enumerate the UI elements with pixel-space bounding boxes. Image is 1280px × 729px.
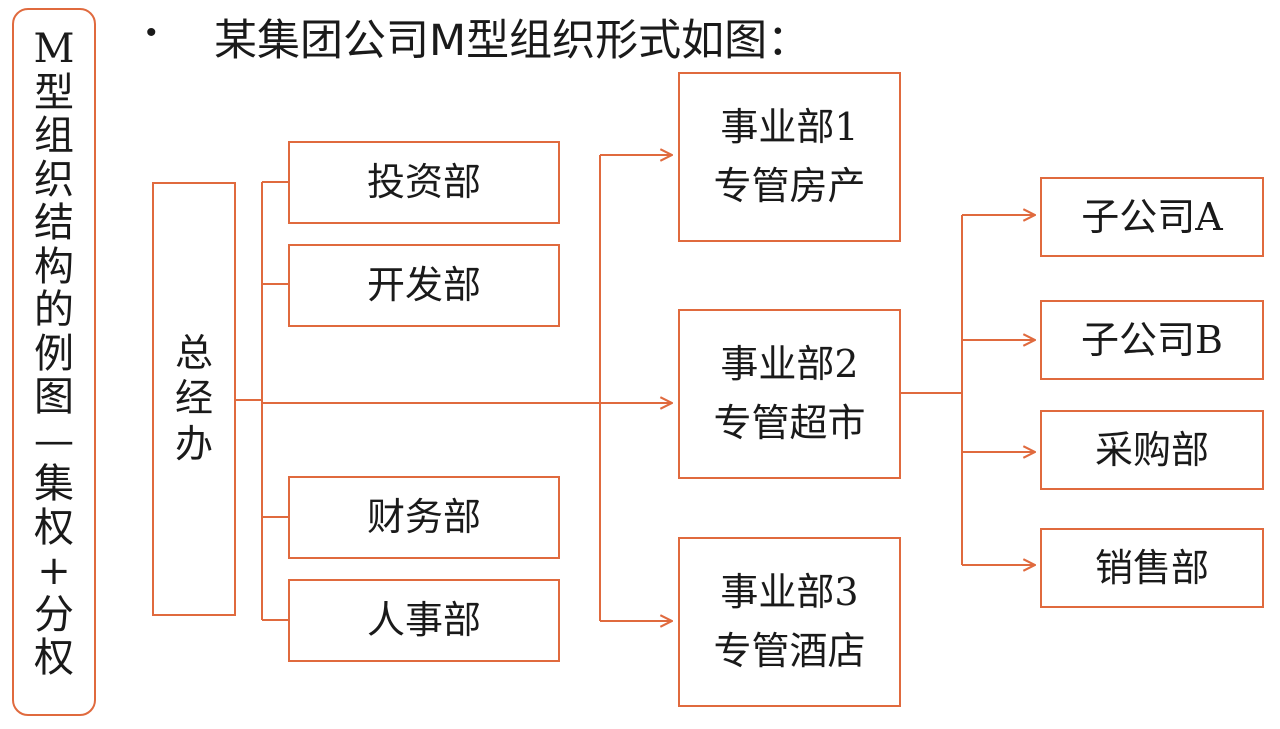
bullet-point: • [146,16,157,49]
division-3-box: 事业部3 专管酒店 [678,537,901,707]
slide-title: 某集团公司M型组织形式如图： [214,16,811,66]
development-dept-box: 开发部 [288,244,560,327]
sidebar-title: M 型 组 织 结 构 的 例 图 — 集 权 + 分 权 [33,26,75,681]
sales-dept-box: 销售部 [1040,528,1264,608]
subsidiary-a-box: 子公司A [1040,177,1264,257]
finance-dept-box: 财务部 [288,476,560,559]
investment-dept-box: 投资部 [288,141,560,224]
division-2-box: 事业部2 专管超市 [678,309,901,479]
subsidiary-b-box: 子公司B [1040,300,1264,380]
general-office-box: 总 经 办 [152,182,236,616]
sidebar-panel: M 型 组 织 结 构 的 例 图 — 集 权 + 分 权 [12,8,96,716]
division-1-box: 事业部1 专管房产 [678,72,901,242]
hr-dept-box: 人事部 [288,579,560,662]
purchasing-dept-box: 采购部 [1040,410,1264,490]
